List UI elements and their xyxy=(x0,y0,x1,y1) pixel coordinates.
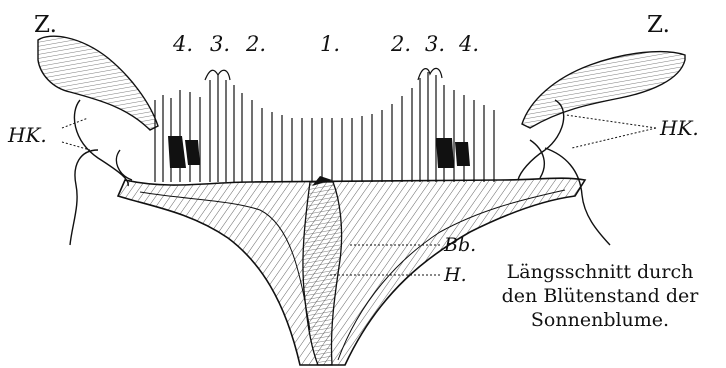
label-z-left: Z. xyxy=(34,14,57,37)
caption-line-1: Längsschnitt durch xyxy=(480,260,720,284)
label-num-left-3: 3. xyxy=(210,34,230,55)
label-num-left-4: 4. xyxy=(173,34,193,55)
label-hk-right: HK. xyxy=(660,118,699,138)
label-num-center-1: 1. xyxy=(320,34,340,55)
dark-ovaries xyxy=(168,136,470,168)
label-num-right-2: 2. xyxy=(391,34,411,55)
label-z-right: Z. xyxy=(647,14,670,37)
label-num-right-3: 3. xyxy=(425,34,445,55)
caption-line-2: den Blütenstand der xyxy=(480,284,720,308)
label-num-right-4: 4. xyxy=(459,34,479,55)
left-ray-floret xyxy=(38,36,158,130)
left-involucre xyxy=(70,100,132,245)
caption-line-3: Sonnenblume. xyxy=(480,308,720,332)
label-h: H. xyxy=(444,266,467,285)
label-bb: Bb. xyxy=(444,236,476,255)
figure-caption: Längsschnitt durch den Blütenstand der S… xyxy=(480,260,720,332)
label-num-left-2: 2. xyxy=(246,34,266,55)
label-hk-left: HK. xyxy=(8,125,47,145)
